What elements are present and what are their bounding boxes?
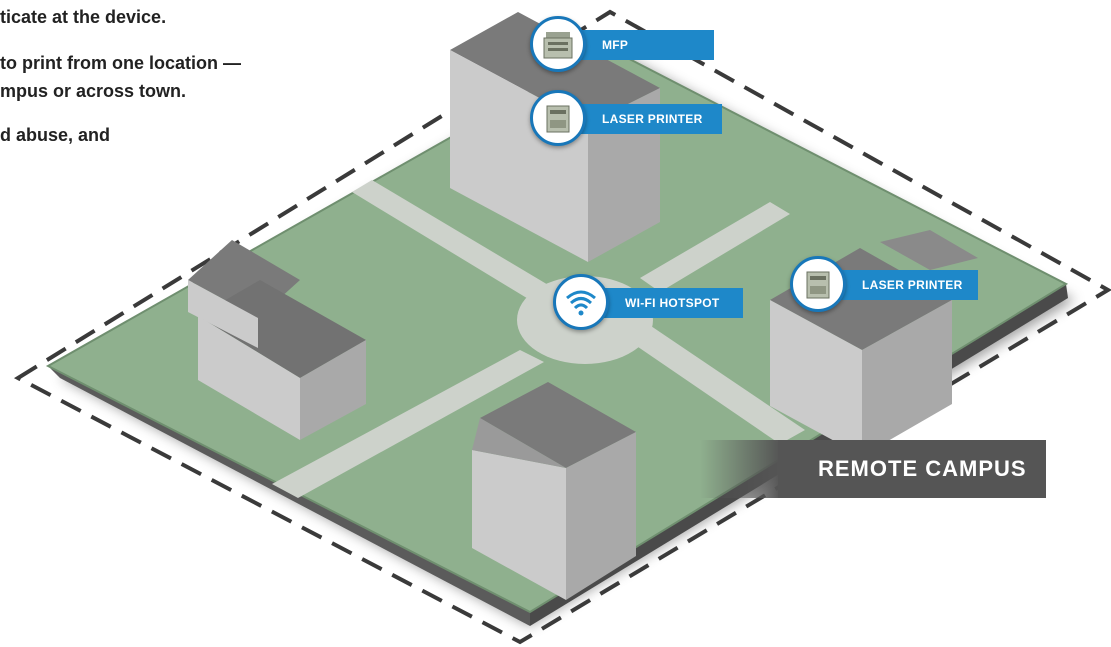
intro-line-4: d abuse, and bbox=[0, 125, 111, 145]
path-northeast bbox=[640, 202, 790, 292]
callout-laser-printer-2[interactable]: LASER PRINTER bbox=[790, 256, 978, 316]
building-west bbox=[188, 240, 366, 440]
callout-mfp[interactable]: MFP bbox=[530, 16, 714, 76]
platform-edge bbox=[48, 366, 530, 626]
path-southwest bbox=[272, 350, 544, 498]
path-northwest bbox=[352, 180, 560, 306]
intro-line-3: mpus or across town. bbox=[0, 81, 187, 101]
building-east bbox=[770, 230, 978, 456]
callout-laser-printer-1[interactable]: LASER PRINTER bbox=[530, 90, 722, 150]
laser-printer-icon bbox=[530, 90, 586, 146]
building-south bbox=[472, 382, 636, 600]
callout-wifi-hotspot[interactable]: WI-FI HOTSPOT bbox=[553, 274, 743, 334]
remote-campus-label: REMOTE CAMPUS bbox=[778, 440, 1046, 498]
mfp-copier-icon bbox=[530, 16, 586, 72]
intro-line-2: to print from one location — bbox=[0, 53, 241, 73]
campus-label-fade bbox=[700, 440, 780, 498]
intro-line-1: ticate at the device. bbox=[0, 7, 167, 27]
wifi-icon bbox=[553, 274, 609, 330]
campus-boundary-dashed bbox=[13, 9, 1111, 645]
laser-printer-icon bbox=[790, 256, 846, 312]
path-southeast bbox=[625, 324, 805, 444]
